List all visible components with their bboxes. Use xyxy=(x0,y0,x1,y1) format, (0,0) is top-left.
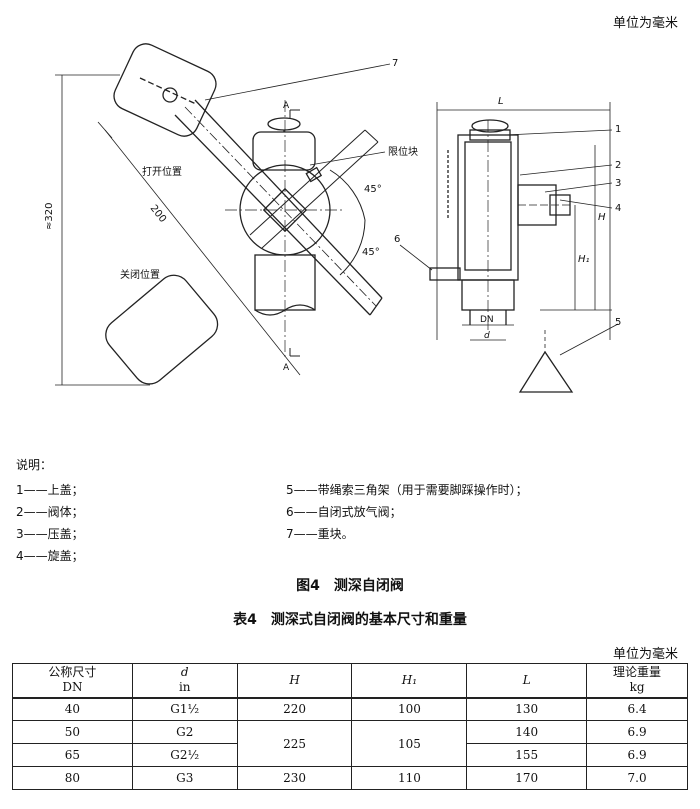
cell-h: 230 xyxy=(236,766,353,790)
cell-d: G2 xyxy=(131,720,238,744)
section-view xyxy=(399,102,619,393)
legend-item: 7——重块。 xyxy=(286,527,354,541)
table-unit-note: 单位为毫米 xyxy=(612,647,678,662)
cell-d: G2½ xyxy=(131,743,238,767)
label-1: 1 xyxy=(615,124,621,135)
label-3: 3 xyxy=(615,178,621,189)
angle-arc-top xyxy=(329,169,366,221)
label-dim-d: d xyxy=(484,331,490,341)
label-section-a-bottom: A xyxy=(283,363,290,373)
cell-dn: 40 xyxy=(12,697,133,721)
legend-item: 2——阀体； xyxy=(16,505,84,519)
cell-dn: 65 xyxy=(12,743,133,767)
limit-block xyxy=(305,166,323,183)
label-close-position: 关闭位置 xyxy=(120,268,160,281)
cell-weight: 6.4 xyxy=(586,697,688,721)
legend-col-left: 1——上盖； 2——阀体； 3——压盖； 4——旋盖； xyxy=(16,479,286,567)
legend-item: 5——带绳索三角架（用于需要脚踩操作时）； xyxy=(286,483,528,497)
label-dim-L: L xyxy=(498,96,504,107)
legend-item: 6——自闭式放气阀； xyxy=(286,505,402,519)
label-limit-block: 限位块 xyxy=(388,145,418,158)
table-row: 65 G2½ 155 6.9 xyxy=(12,743,688,767)
header-weight: 理论重量 kg xyxy=(586,663,688,698)
cell-h: 220 xyxy=(236,697,353,721)
cell-weight: 7.0 xyxy=(586,766,688,790)
spec-table: 公称尺寸 DN d in H H₁ L 理论重量 kg 40 G1½ xyxy=(12,663,688,790)
cell-weight: 6.9 xyxy=(586,720,688,744)
cell-dn: 80 xyxy=(12,766,133,790)
label-5: 5 xyxy=(615,317,621,328)
legend-item: 1——上盖； xyxy=(16,483,84,497)
dimension-320 xyxy=(55,74,150,386)
cell-h1: 105 xyxy=(351,720,468,767)
leader-limit xyxy=(309,151,386,166)
cell-l: 130 xyxy=(466,697,588,721)
label-dim-H: H xyxy=(598,212,606,223)
label-angle-top: 45° xyxy=(364,184,382,195)
cell-l: 140 xyxy=(466,720,588,744)
cell-h: 225 xyxy=(236,720,353,767)
table-row: 50 G2 225 105 140 6.9 xyxy=(12,720,688,767)
header-l: L xyxy=(466,663,588,698)
cell-l: 170 xyxy=(466,766,588,790)
cell-h1: 110 xyxy=(351,766,468,790)
legend-item: 3——压盖； xyxy=(16,527,84,541)
table-row: 80 G3 230 110 170 7.0 xyxy=(12,766,688,790)
angle-arc-bottom xyxy=(339,219,366,276)
table-row: 40 G1½ 220 100 130 6.4 xyxy=(12,697,688,721)
header-h1: H₁ xyxy=(351,663,468,698)
cell-d: G3 xyxy=(131,766,238,790)
unit-note-top: 单位为毫米 xyxy=(612,16,678,31)
weight-block-open xyxy=(113,43,217,137)
cell-dn: 50 xyxy=(12,720,133,744)
cell-l: 155 xyxy=(466,743,588,767)
legend-item: 4——旋盖； xyxy=(16,549,84,563)
valve-technical-drawing: 7 打开位置 限位块 45° 45° 200 ≈320 关闭位置 A A L 1… xyxy=(44,43,621,393)
legend: 说明： 1——上盖； 2——阀体； 3——压盖； 4——旋盖； 5——带绳索三角… xyxy=(16,456,686,567)
section-markers xyxy=(289,109,300,357)
table-header-row: 公称尺寸 DN d in H H₁ L 理论重量 kg xyxy=(12,663,688,698)
header-h: H xyxy=(236,663,353,698)
header-d: d in xyxy=(131,663,238,698)
legend-title: 说明： xyxy=(16,458,53,472)
legend-col-right: 5——带绳索三角架（用于需要脚踩操作时）； 6——自闭式放气阀； 7——重块。 xyxy=(286,479,528,567)
label-dim-DN: DN xyxy=(480,315,494,325)
label-4: 4 xyxy=(615,203,621,214)
label-section-a-top: A xyxy=(283,101,290,111)
cell-weight: 6.9 xyxy=(586,743,688,767)
label-dim-320: ≈320 xyxy=(44,203,55,230)
valve-hub xyxy=(225,100,345,360)
dimension-200 xyxy=(97,121,301,376)
cell-h1: 100 xyxy=(351,697,468,721)
lever-rotated xyxy=(249,129,379,249)
label-7: 7 xyxy=(392,58,398,69)
figure-caption: 图4 测深自闭阀 xyxy=(296,578,404,594)
label-angle-bottom: 45° xyxy=(362,247,380,258)
label-dim-200: 200 xyxy=(148,203,168,225)
label-dim-H1: H₁ xyxy=(578,254,590,265)
weight-block-closed xyxy=(105,274,219,385)
label-open-position: 打开位置 xyxy=(142,165,182,178)
header-dn: 公称尺寸 DN xyxy=(12,663,133,698)
label-2: 2 xyxy=(615,160,621,171)
table-caption: 表4 测深式自闭阀的基本尺寸和重量 xyxy=(233,612,467,628)
leader-7 xyxy=(204,63,391,101)
cell-d: G1½ xyxy=(131,697,238,721)
label-6: 6 xyxy=(394,234,400,245)
